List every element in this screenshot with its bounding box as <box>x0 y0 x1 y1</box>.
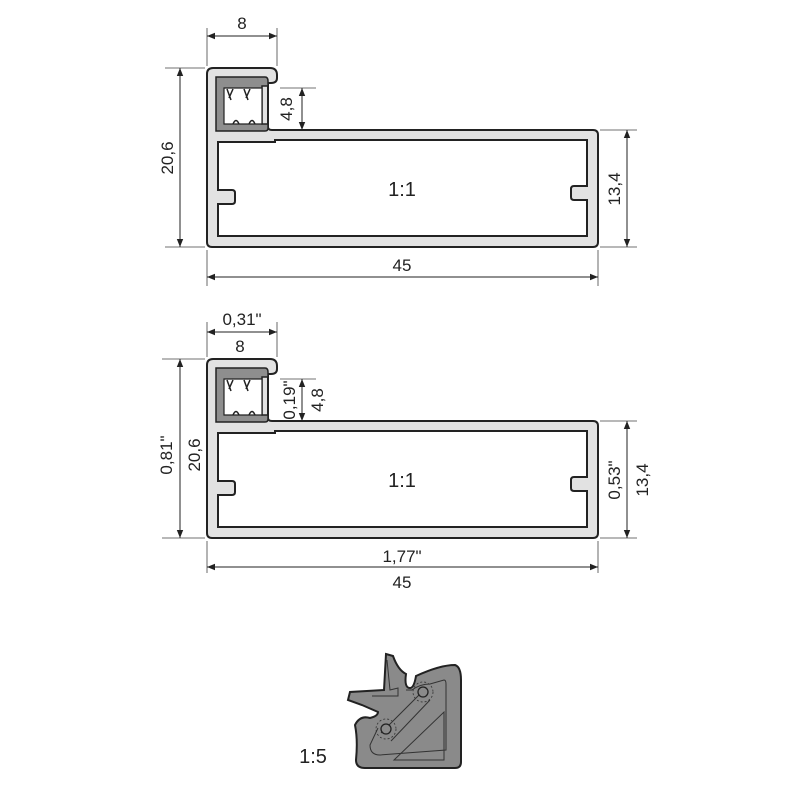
dim-height-total-inch: 0,81" <box>157 435 176 474</box>
dim-channel-height: 4,8 <box>277 97 296 121</box>
metric-profile-view: 1:1 8 20,6 4,8 13,4 45 <box>158 14 637 286</box>
dim-width-total: 45 <box>393 256 412 275</box>
dim-channel-height-inch: 0,19" <box>280 380 299 419</box>
profile-section <box>206 67 599 248</box>
dim-width-total-inch: 1,77" <box>382 547 421 566</box>
scale-label: 1:5 <box>299 746 327 768</box>
dim-height-body: 13,4 <box>605 172 624 205</box>
dim-width-top: 8 <box>237 14 246 33</box>
dual-unit-profile-view: 1:1 0,31" 8 0,81" 20,6 0,19" 4,8 0,53" 1… <box>157 310 652 592</box>
profile-section <box>206 358 599 539</box>
dim-height-total: 20,6 <box>158 141 177 174</box>
dim-width-top-inch: 0,31" <box>222 310 261 329</box>
screw-hole <box>417 686 429 698</box>
dim-width-top-mm: 8 <box>235 337 244 356</box>
dim-height-total-mm: 20,6 <box>185 438 204 471</box>
corner-connector-shape <box>346 652 462 769</box>
dim-width-total-mm: 45 <box>393 573 412 592</box>
corner-connector-view: 1:5 <box>299 652 462 769</box>
scale-label: 1:1 <box>388 470 416 492</box>
dim-channel-height-mm: 4,8 <box>308 388 327 412</box>
dim-height-body-mm: 13,4 <box>633 463 652 496</box>
screw-hole <box>380 723 392 735</box>
dim-height-body-inch: 0,53" <box>605 460 624 499</box>
scale-label: 1:1 <box>388 179 416 201</box>
